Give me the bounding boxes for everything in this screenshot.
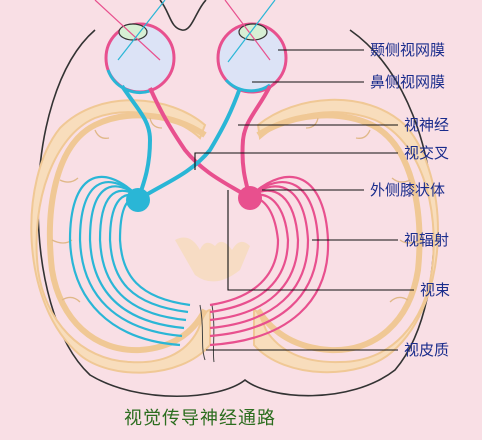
cortex-left-inner — [46, 112, 208, 354]
label-temporal-retina: 颞侧视网膜 — [370, 41, 446, 59]
diagram-caption: 视觉传导神经通路 — [124, 408, 276, 429]
label-lateral-geniculate: 外侧膝状体 — [370, 181, 446, 199]
label-optic-chiasm: 视交叉 — [404, 144, 450, 162]
lateral-geniculate-right — [238, 186, 262, 210]
left-optic-nerve-blue — [120, 84, 153, 201]
label-visual-cortex: 视皮质 — [404, 341, 450, 359]
cortex-left-sulci — [51, 117, 163, 303]
light-ray-left-2 — [117, 0, 166, 61]
label-optic-nerve: 视神经 — [404, 116, 450, 134]
leader-optic-tract — [227, 190, 414, 291]
cortex-right-sulci — [305, 117, 421, 303]
right-optic-nerve-blue — [136, 87, 242, 202]
label-optic-radiation: 视辐射 — [404, 231, 450, 249]
label-leader-lines — [194, 49, 414, 351]
nose-outline — [159, 0, 207, 31]
light-ray-right-2 — [227, 0, 276, 63]
label-nasal-retina: 鼻侧视网膜 — [370, 73, 446, 91]
right-optic-nerve-pink — [240, 85, 272, 199]
leader-optic-chiasm — [194, 152, 398, 170]
label-optic-tract: 视束 — [420, 281, 451, 299]
light-ray-left — [94, 0, 161, 61]
light-ray-right — [224, 0, 271, 61]
midbrain-shape — [175, 237, 250, 282]
left-optic-nerve-pink — [148, 87, 252, 200]
lateral-geniculate-left — [126, 188, 150, 212]
cortex-right-inner — [255, 112, 423, 354]
left-eye — [104, 22, 176, 94]
